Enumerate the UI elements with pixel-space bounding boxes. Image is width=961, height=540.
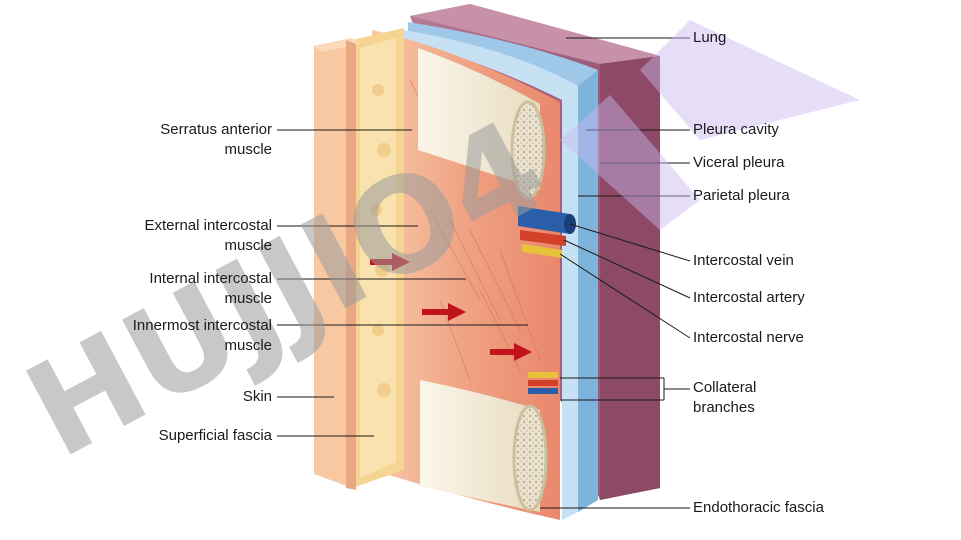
leader-lines-left (277, 129, 528, 437)
arrow-external (370, 253, 410, 271)
lower-rib (420, 380, 548, 512)
label-skin: Skin (242, 388, 272, 405)
label-intercostal-nerve: Intercostal nerve (693, 329, 804, 346)
label-endothoracic-fascia: Endothoracic fascia (693, 499, 824, 516)
label-pleura-cavity: Pleura cavity (693, 121, 779, 138)
label-superficial-fascia: Superficial fascia (158, 427, 272, 444)
pleura-layers (404, 22, 598, 520)
collateral-bundle (528, 372, 558, 394)
skin-layer (314, 38, 360, 490)
upper-rib (418, 48, 546, 200)
superficial-fascia (352, 28, 404, 488)
label-parietal-pleura: Parietal pleura (693, 187, 790, 204)
arrow-innermost (490, 343, 532, 361)
label-lung: Lung (693, 29, 727, 46)
label-intercostal-vein: Intercostal vein (693, 252, 794, 269)
label-intercostal-artery: Intercostal artery (693, 289, 805, 306)
label-visceral-pleura: Viceral pleura (693, 154, 785, 171)
arrow-internal (422, 303, 466, 321)
leader-lines-right (540, 37, 691, 509)
layer-arrows (370, 253, 532, 361)
watermark-lavender (560, 20, 860, 230)
